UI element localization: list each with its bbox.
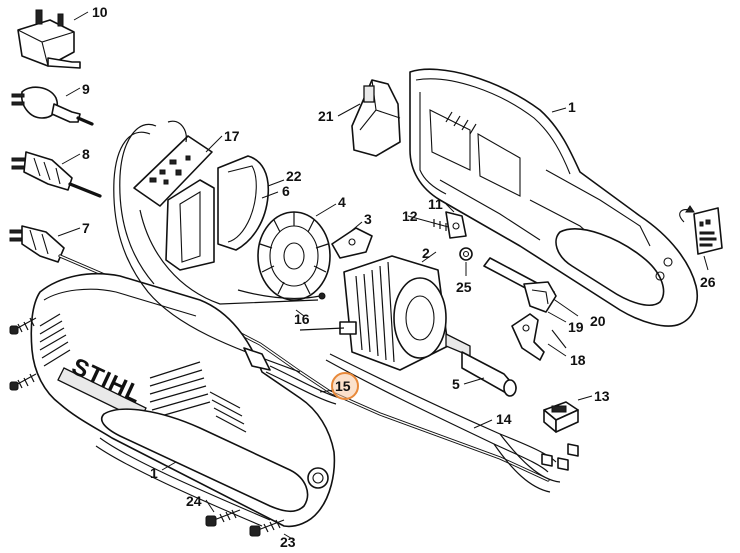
trigger-part[interactable] [511, 313, 567, 361]
svg-text:1: 1 [568, 99, 576, 115]
callout-2[interactable]: 2 [422, 245, 430, 261]
callout-25[interactable]: 25 [456, 279, 472, 295]
callout-8[interactable]: 8 [82, 146, 90, 162]
motor-part[interactable] [299, 255, 471, 371]
callout-22[interactable]: 22 [286, 168, 302, 184]
callout-9[interactable]: 9 [82, 81, 90, 97]
svg-text:12: 12 [402, 208, 418, 224]
motor-bracket-part[interactable] [331, 227, 373, 259]
svg-text:11: 11 [428, 196, 443, 212]
callout-5[interactable]: 5 [452, 376, 460, 392]
screw-24-part[interactable] [205, 509, 241, 527]
callout-26[interactable]: 26 [700, 274, 716, 290]
svg-text:19: 19 [568, 319, 584, 335]
screw-left-bottom [9, 373, 37, 391]
svg-text:13: 13 [594, 388, 610, 404]
callout-7[interactable]: 7 [82, 220, 90, 236]
callout-4[interactable]: 4 [338, 194, 346, 210]
drive-shaft-part[interactable] [461, 351, 517, 397]
callout-16[interactable]: 16 [294, 311, 310, 327]
svg-text:4: 4 [338, 194, 346, 210]
callout-24[interactable]: 24 [186, 493, 202, 509]
switch-bracket-part[interactable] [351, 79, 401, 157]
nut-25-part[interactable] [459, 247, 473, 261]
svg-text:5: 5 [452, 376, 460, 392]
screw-left-top [9, 317, 37, 335]
callout-12[interactable]: 12 [402, 208, 418, 224]
svg-text:10: 10 [92, 4, 108, 20]
callout-19[interactable]: 19 [568, 319, 584, 335]
svg-text:3: 3 [364, 211, 372, 227]
connection-cable-part[interactable] [325, 353, 579, 493]
svg-text:8: 8 [82, 146, 90, 162]
callout-17[interactable]: 17 [224, 128, 240, 144]
svg-text:20: 20 [590, 313, 606, 329]
uk-plug-part[interactable] [17, 9, 81, 69]
fan-impeller-part[interactable] [257, 211, 331, 301]
clip-11-part[interactable] [445, 211, 467, 239]
callout-10[interactable]: 10 [92, 4, 108, 20]
switch-lever-19-part[interactable] [523, 281, 557, 313]
rocker-switch-part[interactable] [543, 401, 579, 433]
callout-6[interactable]: 6 [282, 183, 290, 199]
highlight-ring [331, 372, 359, 400]
svg-text:18: 18 [570, 352, 586, 368]
euro-plug-round-part[interactable] [11, 86, 94, 126]
callout-15-highlighted[interactable]: 15 [331, 372, 359, 400]
svg-text:2: 2 [422, 245, 430, 261]
callout-11[interactable]: 11 [428, 196, 443, 212]
svg-text:24: 24 [186, 493, 202, 509]
lower-housing-part[interactable]: STIHL [30, 272, 336, 528]
callout-3[interactable]: 3 [364, 211, 372, 227]
svg-text:15: 15 [335, 378, 351, 394]
callout-1-upper[interactable]: 1 [568, 99, 576, 115]
callout-1-lower[interactable]: 1 [150, 465, 158, 481]
callout-13[interactable]: 13 [594, 388, 610, 404]
euro-plug-flat-part[interactable] [11, 151, 102, 198]
rating-label-part[interactable] [679, 205, 723, 255]
motor-cable-part[interactable] [243, 347, 341, 405]
screw-23-part[interactable] [249, 519, 285, 537]
callout-18[interactable]: 18 [570, 352, 586, 368]
svg-text:21: 21 [318, 108, 334, 124]
callout-21[interactable]: 21 [318, 108, 334, 124]
svg-text:1: 1 [150, 465, 158, 481]
svg-text:26: 26 [700, 274, 716, 290]
circuit-board-part[interactable] [113, 120, 319, 373]
svg-text:16: 16 [294, 311, 310, 327]
wire-16-part[interactable] [237, 289, 321, 300]
fan-shroud-part[interactable] [165, 155, 270, 271]
svg-text:7: 7 [82, 220, 90, 236]
svg-text:14: 14 [496, 411, 512, 427]
callout-14[interactable]: 14 [496, 411, 512, 427]
upper-housing-part[interactable] [409, 68, 698, 327]
svg-text:17: 17 [224, 128, 240, 144]
svg-text:23: 23 [280, 534, 296, 550]
svg-text:6: 6 [282, 183, 290, 199]
svg-text:22: 22 [286, 168, 302, 184]
svg-text:9: 9 [82, 81, 90, 97]
callout-23[interactable]: 23 [280, 534, 296, 550]
callout-20[interactable]: 20 [590, 313, 606, 329]
svg-text:25: 25 [456, 279, 472, 295]
